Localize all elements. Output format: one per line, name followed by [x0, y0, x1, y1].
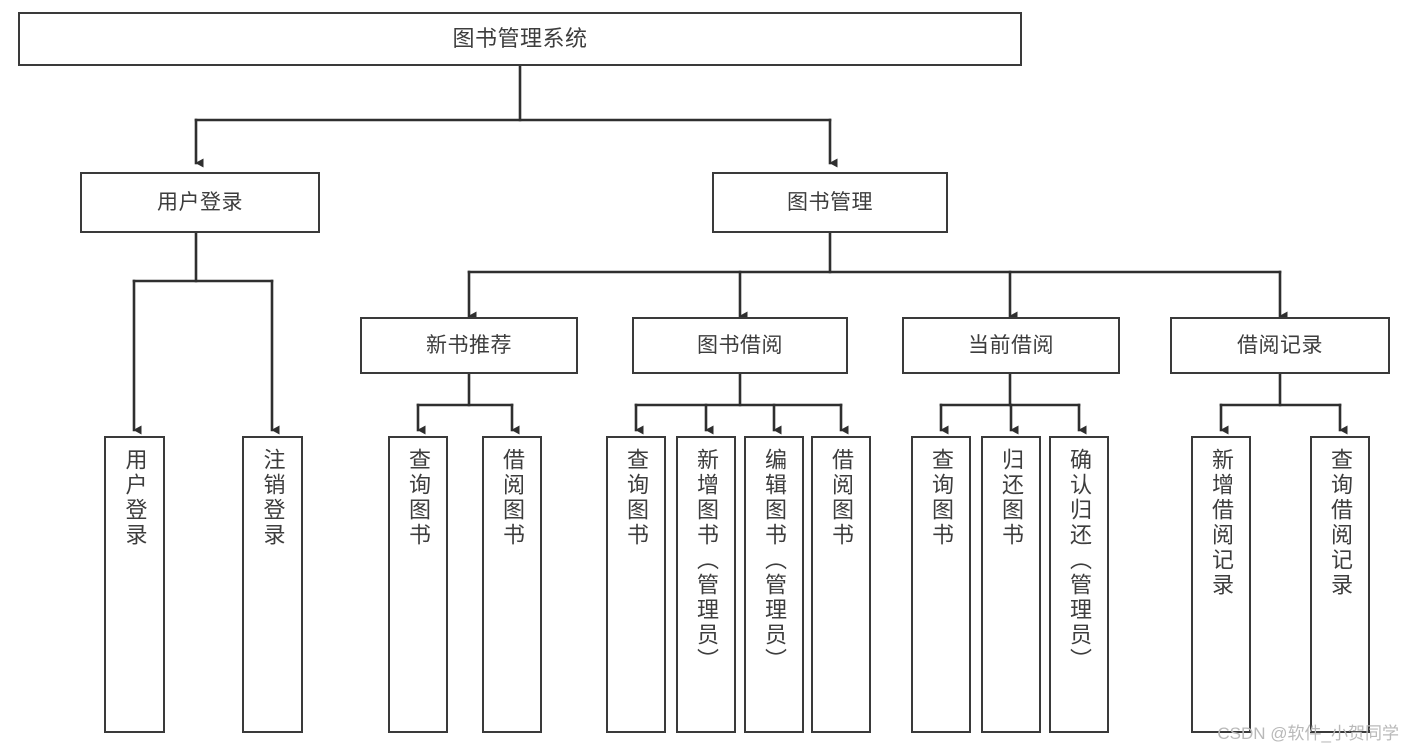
- leaf-add-borrow-record[interactable]: 新增借阅记录: [1191, 436, 1251, 733]
- leaf-return-book[interactable]: 归还图书: [981, 436, 1041, 733]
- node-user-login[interactable]: 用户登录: [80, 172, 320, 233]
- leaf-borrow-book-new-recommend[interactable]: 借阅图书: [482, 436, 542, 733]
- node-label: 图书借阅: [697, 333, 783, 357]
- leaf-confirm-return-admin[interactable]: 确认归还（管理员）: [1049, 436, 1109, 733]
- node-label: 查询借阅记录: [1328, 448, 1353, 598]
- leaf-query-book-new-recommend[interactable]: 查询图书: [388, 436, 448, 733]
- node-book-management[interactable]: 图书管理: [712, 172, 948, 233]
- node-label: 新书推荐: [426, 333, 512, 357]
- node-label: 查询图书: [624, 448, 649, 548]
- node-label: 图书管理系统: [452, 25, 588, 51]
- node-label: 新增图书（管理员）: [694, 448, 719, 673]
- node-new-book-recommend[interactable]: 新书推荐: [360, 317, 578, 374]
- node-label: 图书管理: [787, 190, 873, 214]
- node-current-borrow[interactable]: 当前借阅: [902, 317, 1120, 374]
- leaf-query-book-current[interactable]: 查询图书: [911, 436, 971, 733]
- leaf-user-login[interactable]: 用户登录: [104, 436, 165, 733]
- node-label: 用户登录: [122, 448, 148, 548]
- node-label: 借阅图书: [500, 448, 525, 548]
- leaf-logout-login[interactable]: 注销登录: [242, 436, 303, 733]
- leaf-query-borrow-record[interactable]: 查询借阅记录: [1310, 436, 1370, 733]
- leaf-borrow-book-borrow[interactable]: 借阅图书: [811, 436, 871, 733]
- node-borrow-record[interactable]: 借阅记录: [1170, 317, 1390, 374]
- watermark-text: CSDN @软件_小贺同学: [1217, 724, 1399, 743]
- node-label: 借阅记录: [1237, 333, 1323, 357]
- leaf-edit-book-admin[interactable]: 编辑图书（管理员）: [744, 436, 804, 733]
- node-label: 用户登录: [157, 190, 243, 214]
- leaf-query-book-borrow[interactable]: 查询图书: [606, 436, 666, 733]
- leaf-add-book-admin[interactable]: 新增图书（管理员）: [676, 436, 736, 733]
- node-label: 借阅图书: [829, 448, 854, 548]
- node-root-book-management-system[interactable]: 图书管理系统: [18, 12, 1022, 66]
- node-label: 查询图书: [406, 448, 431, 548]
- node-book-borrow[interactable]: 图书借阅: [632, 317, 848, 374]
- node-label: 编辑图书（管理员）: [762, 448, 787, 673]
- node-label: 新增借阅记录: [1209, 448, 1234, 598]
- node-label: 确认归还（管理员）: [1067, 448, 1092, 673]
- node-label: 注销登录: [260, 448, 286, 548]
- node-label: 查询图书: [929, 448, 954, 548]
- node-label: 当前借阅: [968, 333, 1054, 357]
- node-label: 归还图书: [999, 448, 1024, 548]
